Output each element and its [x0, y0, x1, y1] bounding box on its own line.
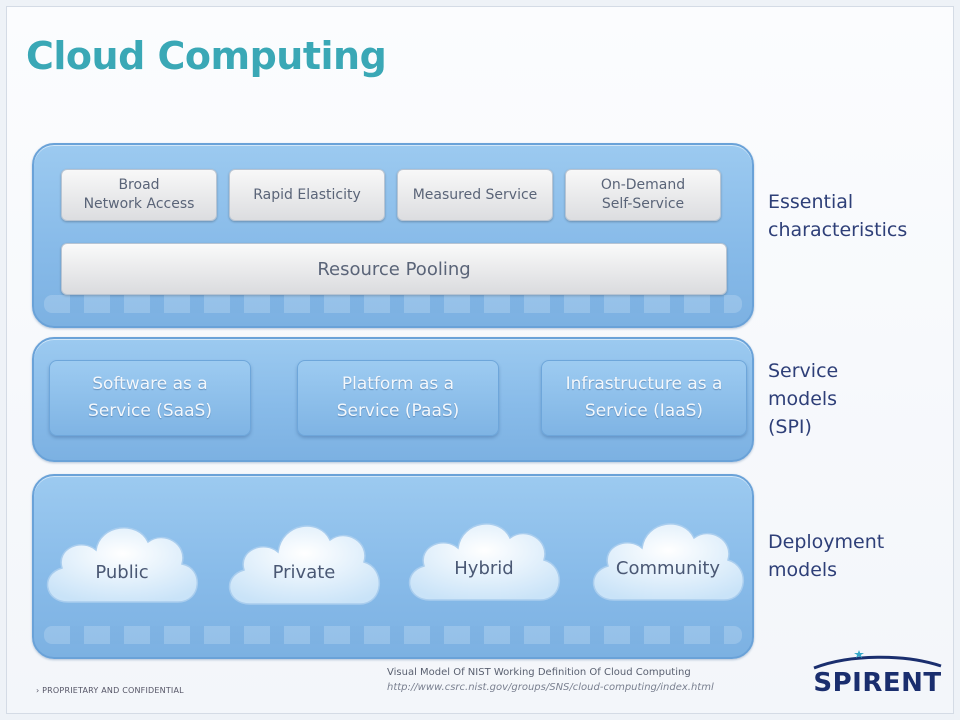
- deployment-cloud-community: Community: [584, 510, 752, 614]
- figure-caption: Visual Model Of NIST Working Definition …: [387, 665, 747, 695]
- deployment-cloud-public: Public: [38, 510, 206, 614]
- caption-url: http://www.csrc.nist.gov/groups/SNS/clou…: [387, 682, 714, 693]
- service-model-iaas: Infrastructure as a Service (IaaS): [541, 360, 747, 436]
- label-deployment-models: Deployment models: [768, 531, 885, 581]
- label-essential-characteristics: Essential characteristics: [768, 191, 908, 241]
- label-service-models: Service models (SPI): [768, 360, 839, 438]
- cloud-icon: [228, 525, 380, 605]
- cloud-icon: [592, 523, 745, 601]
- deployment-cloud-hybrid: Hybrid: [400, 510, 568, 614]
- resource-pooling-box: Resource Pooling: [61, 243, 727, 295]
- cloud-icon: [408, 523, 561, 601]
- logo-text: SPIRENT: [813, 668, 942, 698]
- caption-text: Visual Model Of NIST Working Definition …: [387, 667, 691, 678]
- deployment-cloud-private: Private: [220, 510, 388, 614]
- service-model-paas: Platform as a Service (PaaS): [297, 360, 499, 436]
- confidential-notice: › PROPRIETARY AND CONFIDENTIAL: [36, 686, 184, 695]
- cloud-label: Community: [615, 558, 721, 579]
- deployment-models-panel: Public Private Hybrid: [32, 474, 754, 659]
- service-models-panel: Software as a Service (SaaS) Platform as…: [32, 337, 754, 462]
- panel-decoration: [44, 626, 742, 644]
- panel-decoration: [44, 295, 742, 313]
- characteristic-broad-network-access: Broad Network Access: [61, 169, 217, 221]
- cloud-label: Hybrid: [454, 558, 514, 579]
- characteristic-rapid-elasticity: Rapid Elasticity: [229, 169, 385, 221]
- logo-swoosh-icon: [813, 650, 942, 670]
- characteristic-on-demand-self-service: On-Demand Self-Service: [565, 169, 721, 221]
- spirent-logo: SPIRENT: [810, 644, 945, 704]
- essential-characteristics-panel: Broad Network Access Rapid Elasticity Me…: [32, 143, 754, 328]
- slide-title: Cloud Computing: [26, 34, 387, 78]
- cloud-label: Public: [95, 562, 149, 583]
- service-model-saas: Software as a Service (SaaS): [49, 360, 251, 436]
- cloud-icon: [46, 527, 199, 603]
- cloud-label: Private: [272, 562, 336, 583]
- characteristic-measured-service: Measured Service: [397, 169, 553, 221]
